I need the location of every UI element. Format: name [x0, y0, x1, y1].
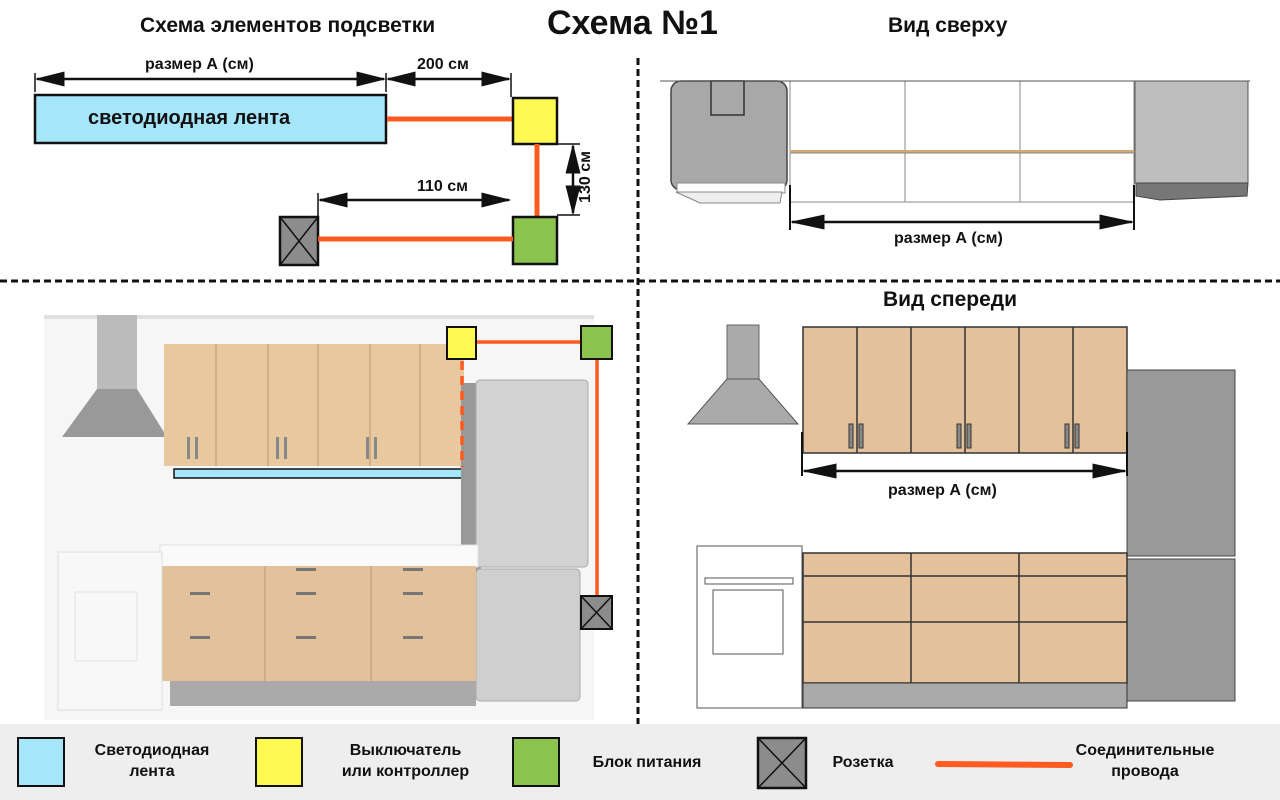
legend-switch-line2: или контроллер	[341, 763, 470, 780]
legend-wires: Соединительные провода	[1065, 740, 1225, 782]
range-hood	[62, 315, 167, 437]
power-unit-block	[511, 215, 559, 266]
stove-3d	[57, 551, 163, 711]
front-upper-cabinets	[802, 326, 1128, 454]
wire-line	[935, 761, 1073, 768]
top-view-title: Вид сверху	[888, 14, 1008, 37]
schema-title: Схема элементов подсветки	[140, 14, 436, 37]
legend-led-strip: Светодиодная лента	[72, 740, 232, 782]
legend-socket: Розетка	[818, 752, 908, 773]
legend-switch: Выключатель или контроллер	[318, 740, 493, 782]
front-size-a-label: размер А (см)	[888, 482, 997, 499]
switch-swatch	[255, 737, 303, 787]
base-cabinets	[159, 544, 479, 706]
front-view-title: Вид спереди	[883, 288, 1018, 311]
front-hood	[686, 324, 800, 425]
top-view-left-appliance	[670, 80, 788, 204]
top-size-a-label: размер А (см)	[894, 230, 1003, 247]
legend-switch-line1: Выключатель	[349, 742, 462, 759]
power-unit-3d	[580, 325, 613, 360]
power-unit-swatch	[512, 737, 560, 787]
top-view-cabinets	[789, 80, 1135, 203]
front-view-drawing	[686, 324, 1236, 709]
fridge-3d	[461, 379, 589, 702]
legend-power-unit: Блок питания	[567, 752, 727, 773]
led-strip-block	[33, 93, 388, 145]
legend-wires-line1: Соединительные	[1075, 742, 1215, 759]
top-view-right-appliance	[1134, 80, 1249, 201]
led-strip-swatch	[17, 737, 65, 787]
dist-110-label: 110 см	[417, 178, 468, 195]
legend-power-unit-line1: Блок питания	[592, 754, 702, 771]
legend-led-strip-line2: лента	[129, 763, 175, 780]
legend-wires-line2: провода	[1111, 763, 1179, 780]
front-fridge	[1126, 369, 1236, 702]
front-stove	[696, 545, 803, 709]
socket-block	[278, 215, 320, 267]
size-a-label: размер А (см)	[145, 56, 254, 73]
dist-200-label: 200 см	[417, 56, 469, 73]
front-base-cabinets	[802, 552, 1128, 709]
top-view-drawing	[660, 80, 1250, 230]
kitchen-3d-view	[44, 315, 613, 720]
main-title: Схема №1	[547, 4, 718, 42]
legend-graphics	[756, 736, 1073, 790]
upper-cabinets	[164, 344, 464, 466]
schema-diagram	[33, 71, 581, 267]
switch-3d	[446, 326, 477, 360]
socket-3d	[580, 595, 613, 630]
legend-socket-line1: Розетка	[832, 754, 894, 771]
legend-led-strip-line1: Светодиодная	[94, 742, 210, 759]
led-strip-label: светодиодная лента	[88, 107, 291, 129]
socket-icon	[756, 736, 808, 790]
legend-bar: Светодиодная лента Выключатель или контр…	[0, 724, 1280, 800]
